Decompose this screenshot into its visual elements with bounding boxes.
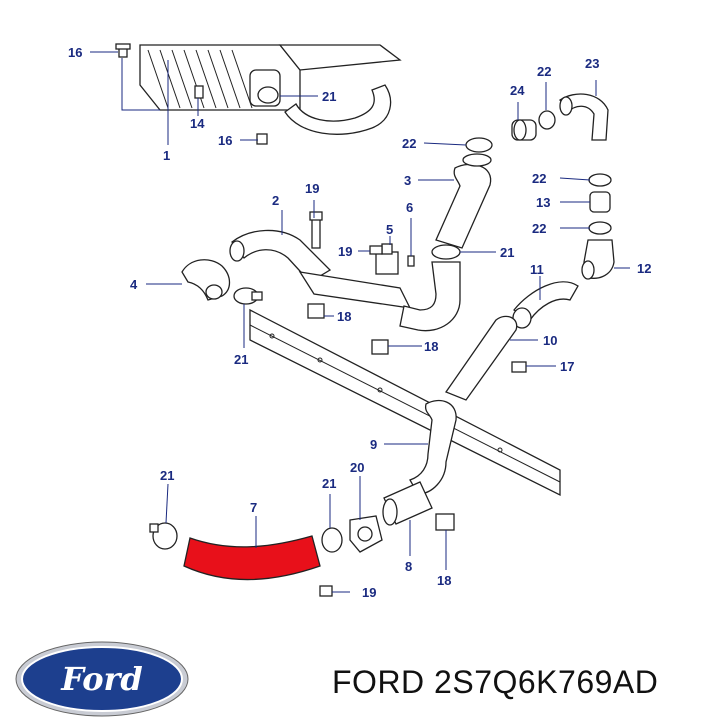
elbow-part-12 [581, 239, 615, 280]
pin-6 [407, 255, 415, 267]
callout-10: 10 [543, 333, 557, 348]
clamp-21-lower-right [321, 527, 343, 553]
clamp-22-right-b [588, 221, 612, 235]
hose-part-11 [512, 281, 579, 329]
callout-5: 5 [386, 222, 393, 237]
callout-21: 21 [234, 352, 248, 367]
highlighted-hose-body [183, 535, 321, 581]
bolt-19-middle [369, 245, 383, 255]
clamp-21-left [233, 287, 263, 305]
callout-2: 2 [272, 193, 279, 208]
hose-part-10 [445, 315, 518, 401]
callout-4: 4 [130, 277, 138, 292]
clamp-22-top-right [538, 110, 556, 130]
bolt-16-lower [256, 133, 268, 145]
callout-9: 9 [370, 437, 377, 452]
callout-11: 11 [530, 262, 544, 277]
callout-24: 24 [510, 83, 525, 98]
callout-20: 20 [350, 460, 364, 475]
callout-1: 1 [163, 148, 170, 163]
callout-19: 19 [338, 244, 352, 259]
leader-lines [90, 51, 630, 593]
hose-part-23 [559, 93, 609, 141]
callout-12: 12 [637, 261, 651, 276]
callout-18: 18 [437, 573, 451, 588]
elbow-hose-part-4 [181, 259, 231, 301]
nut-18-lower [435, 513, 455, 531]
callout-21: 21 [322, 89, 336, 104]
callout-21: 21 [160, 468, 174, 483]
callout-21: 21 [322, 476, 336, 491]
callout-18: 18 [424, 339, 438, 354]
bracket-part-20 [349, 515, 383, 553]
callout-7: 7 [250, 500, 257, 515]
callout-18: 18 [337, 309, 351, 324]
nut-18-a [307, 303, 325, 319]
callout-22: 22 [537, 64, 551, 79]
callout-13: 13 [536, 195, 550, 210]
callout-22: 22 [532, 171, 546, 186]
coupler-part-13 [589, 191, 611, 213]
callout-22: 22 [532, 221, 546, 236]
clamp-22-right-a [588, 173, 612, 187]
bolt-14 [194, 85, 204, 99]
clamp-21-middle [431, 244, 461, 260]
bolt-16-top [115, 43, 131, 58]
callout-6: 6 [406, 200, 413, 215]
clamp-22-upper [465, 137, 493, 153]
bracket-part-17 [511, 361, 527, 373]
part-number-caption: FORD 2S7Q6K769AD [332, 664, 659, 700]
clamp-21-lower-left [149, 522, 178, 550]
callout-21: 21 [500, 245, 514, 260]
callout-19: 19 [362, 585, 376, 600]
bolt-19-upper [309, 211, 323, 249]
callout-23: 23 [585, 56, 599, 71]
charge-pipe [399, 261, 461, 332]
ford-logo: Ford [15, 641, 189, 717]
callout-16: 16 [218, 133, 232, 148]
callout-14: 14 [190, 116, 205, 131]
connector-part-24 [511, 119, 537, 141]
callout-17: 17 [560, 359, 574, 374]
intercooler-part-1 [139, 44, 402, 111]
chassis-crossmember [249, 308, 561, 497]
bolt-19-lower [319, 585, 333, 597]
tube-part-8 [382, 481, 433, 526]
callout-22: 22 [402, 136, 416, 151]
bracket-plate [298, 243, 412, 309]
callout-16: 16 [68, 45, 82, 60]
callout-labels: 16 1 14 16 21 22 3 2 19 6 5 19 21 4 18 2… [68, 45, 651, 600]
intercooler-outlet-hose [257, 84, 392, 135]
ford-logo-wordmark: Ford [60, 660, 143, 698]
nut-18-b [371, 339, 389, 355]
callout-8: 8 [405, 559, 412, 574]
callout-3: 3 [404, 173, 411, 188]
highlighted-hose-part-7 [183, 535, 321, 581]
callout-19: 19 [305, 181, 319, 196]
hose-part-3 [435, 153, 492, 249]
